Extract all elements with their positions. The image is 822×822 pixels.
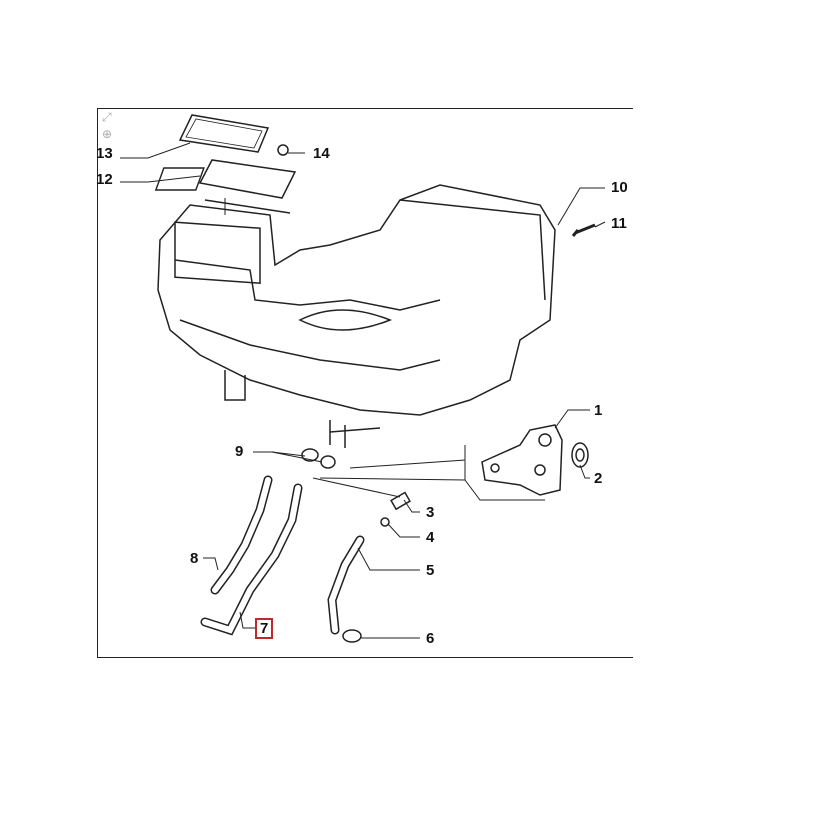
callout-11[interactable]: 11: [611, 215, 627, 232]
filter-frame: [198, 159, 297, 199]
filter: [178, 114, 270, 153]
callout-9[interactable]: 9: [235, 443, 244, 460]
callout-5[interactable]: 5: [426, 562, 435, 579]
callout-10[interactable]: 10: [611, 179, 628, 196]
heater-housing: [157, 184, 556, 416]
zoom-in-icon[interactable]: ⊕: [102, 127, 113, 141]
bracket: [481, 424, 563, 496]
callout-7-highlighted[interactable]: 7: [255, 618, 274, 639]
hose-7: [200, 483, 303, 636]
callout-4[interactable]: 4: [426, 529, 435, 546]
callout-14[interactable]: 14: [313, 145, 330, 162]
callout-6[interactable]: 6: [426, 630, 435, 647]
expand-icon[interactable]: ⤢: [102, 110, 112, 124]
callout-3[interactable]: 3: [426, 504, 435, 521]
callout-8[interactable]: 8: [190, 550, 199, 567]
callout-12[interactable]: 12: [96, 171, 113, 188]
callout-13[interactable]: 13: [96, 145, 113, 162]
callout-1[interactable]: 1: [594, 402, 603, 419]
callout-2[interactable]: 2: [594, 470, 603, 487]
diagram-frame: [97, 108, 633, 658]
